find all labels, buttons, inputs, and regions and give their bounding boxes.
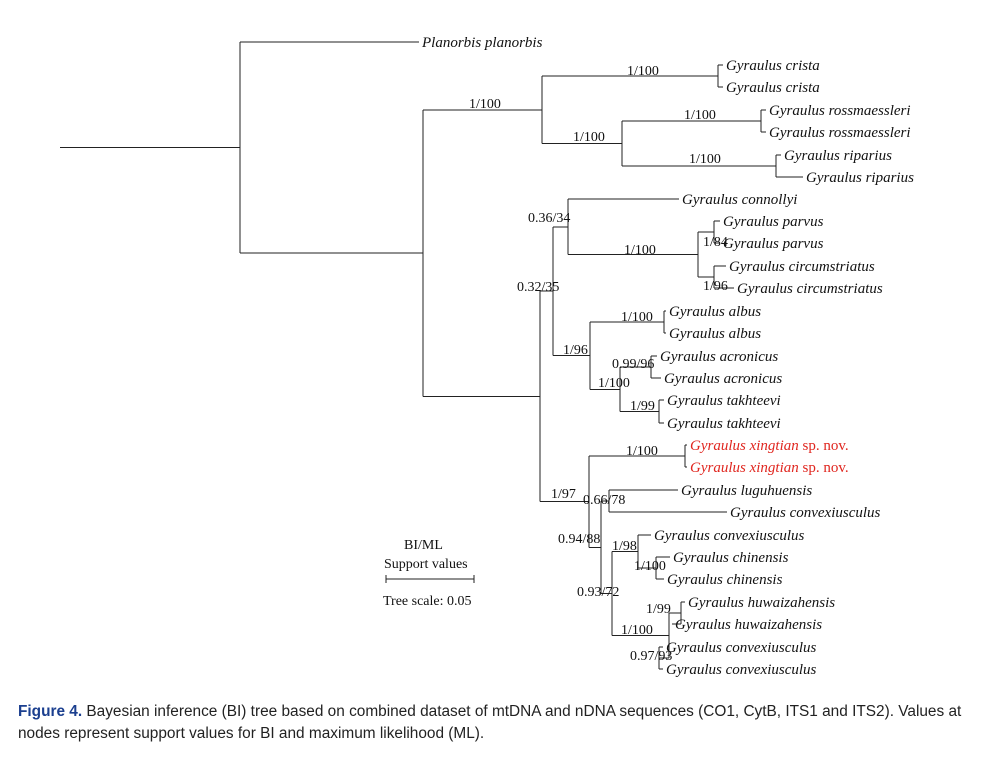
support-value: 1/96 [703, 279, 728, 294]
taxon-label: Gyraulus riparius [806, 170, 914, 186]
caption-text: Bayesian inference (BI) tree based on co… [18, 703, 962, 742]
support-value: 1/84 [703, 235, 728, 250]
taxon-label: Gyraulus connollyi [682, 192, 797, 208]
support-value: 0.99/96 [612, 357, 654, 372]
legend-subtitle: Support values [384, 557, 468, 572]
taxon-label: Gyraulus xingtian sp. nov. [690, 460, 849, 476]
support-value: 1/96 [563, 343, 588, 358]
taxon-label: Gyraulus crista [726, 58, 820, 74]
tree-branches [60, 41, 803, 670]
support-value: 1/97 [551, 487, 576, 502]
taxon-label: Planorbis planorbis [421, 35, 543, 51]
legend-title: BI/ML [404, 538, 443, 553]
support-value: 1/100 [627, 64, 659, 79]
taxon-label: Gyraulus circumstriatus [729, 259, 875, 275]
taxon-label: Gyraulus convexiusculus [666, 640, 817, 656]
support-value: 0.94/88 [558, 532, 600, 547]
taxon-label: Gyraulus huwaizahensis [675, 617, 822, 633]
support-values: 1/100 1/100 1/100 1/100 1/100 0.36/34 1/100 1/8… [469, 64, 728, 664]
legend: BI/ML Support values Tree scale: 0.05 [383, 538, 475, 609]
caption-label: Figure 4. [18, 703, 83, 720]
support-value: 0.66/78 [583, 493, 625, 508]
support-value: 0.32/35 [517, 280, 559, 295]
taxon-label: Gyraulus riparius [784, 148, 892, 164]
support-value: 1/98 [612, 539, 637, 554]
taxon-label: Gyraulus parvus [723, 236, 824, 252]
taxon-label: Gyraulus parvus [723, 214, 824, 230]
taxon-label: Gyraulus convexiusculus [654, 528, 805, 544]
taxon-label: Gyraulus convexiusculus [730, 505, 881, 521]
support-value: 1/100 [626, 444, 658, 459]
taxon-label: Gyraulus convexiusculus [666, 662, 817, 678]
support-value: 1/100 [624, 243, 656, 258]
taxon-label: Gyraulus albus [669, 326, 761, 342]
support-value: 1/100 [621, 623, 653, 638]
taxon-label: Gyraulus xingtian sp. nov. [690, 438, 849, 454]
support-value: 1/99 [630, 399, 655, 414]
support-value: 1/100 [684, 108, 716, 123]
support-value: 1/100 [573, 130, 605, 145]
taxon-label: Gyraulus takhteevi [667, 416, 781, 432]
taxon-label: Gyraulus albus [669, 304, 761, 320]
support-value: 1/99 [646, 602, 671, 617]
taxon-label: Gyraulus rossmaessleri [769, 125, 911, 141]
support-value: 1/100 [621, 310, 653, 325]
taxon-label: Gyraulus chinensis [673, 550, 789, 566]
support-value: 0.97/93 [630, 649, 672, 664]
support-value: 0.93/72 [577, 585, 619, 600]
support-value: 1/100 [634, 559, 666, 574]
taxon-label: Gyraulus acronicus [660, 349, 778, 365]
taxon-label: Gyraulus rossmaessleri [769, 103, 911, 119]
scale-label: Tree scale: 0.05 [383, 594, 472, 609]
support-value: 1/100 [598, 376, 630, 391]
taxon-label: Gyraulus huwaizahensis [688, 595, 835, 611]
taxon-label: Gyraulus acronicus [664, 371, 782, 387]
taxon-label: Gyraulus crista [726, 80, 820, 96]
taxon-label: Gyraulus luguhuensis [681, 483, 812, 499]
figure-caption: Figure 4. Bayesian inference (BI) tree b… [18, 701, 993, 745]
taxon-label: Gyraulus takhteevi [667, 393, 781, 409]
support-value: 0.36/34 [528, 211, 570, 226]
taxon-label: Gyraulus circumstriatus [737, 281, 883, 297]
taxon-label: Gyraulus chinensis [667, 572, 783, 588]
support-value: 1/100 [689, 152, 721, 167]
support-value: 1/100 [469, 97, 501, 112]
